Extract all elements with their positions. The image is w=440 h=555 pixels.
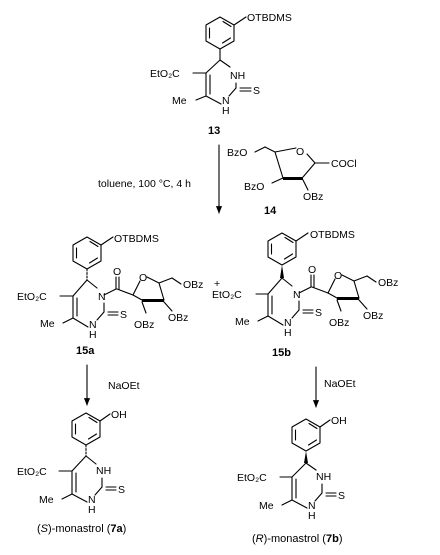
ester-label: EtO₂C [237,472,267,484]
h-label: H [222,105,230,117]
obz-2: OBz [329,317,349,329]
compound-13: OTBDMS NH N H S EtO₂C Me [150,12,292,117]
h-label: H [88,504,96,516]
carbonyl-oxygen: O [113,266,121,278]
furanose-ring [327,274,377,312]
ester-label: EtO₂C [150,68,180,80]
n-label: N [88,494,96,506]
compound-13-label: 13 [208,125,220,137]
nh-label: NH [96,465,111,477]
ring-oxygen: O [139,272,147,284]
methyl-label: Me [39,494,54,506]
methyl-label: Me [259,500,274,512]
aryl-substituent: OTBDMS [114,233,159,245]
nh-label: NH [316,471,331,483]
step2b-reagent: NaOEt [324,378,356,390]
compound-14-label: 14 [264,205,277,217]
obz-5: OBz [183,279,203,291]
step1-conditions: toluene, 100 °C, 4 h [98,178,191,190]
obz-2: OBz [303,191,323,203]
carbonyl-oxygen: O [308,264,316,276]
compound-15a: OTBDMS N N H S O EtO₂C Me [17,233,203,341]
h-label: H [284,327,292,339]
ring-oxygen: O [334,270,342,282]
step2a-reagent: NaOEt [108,380,140,392]
thione-label: S [315,307,322,319]
aryl-substituent: OH [111,409,127,421]
n-label: N [222,95,230,107]
compound-7a-name: (S)-monastrol (7a) [37,523,126,535]
compound-15b-label: 15b [272,347,291,359]
n-label: N [308,500,316,512]
aryl-substituent: OTBDMS [247,12,292,24]
obz-2: OBz [134,319,154,331]
aryl-ring [72,236,114,281]
ring-oxygen: O [296,146,304,158]
acyl-chloride: COCl [331,158,357,170]
dihydropyrimidine-ring [58,455,117,503]
furanose-ring [254,146,330,191]
thione-label: S [120,309,127,321]
aryl-ring [267,232,309,278]
compound-15a-label: 15a [76,345,95,357]
compound-15b: OTBDMS N N H S O EtO₂C Me [212,229,398,339]
nh-label: NH [230,70,245,82]
thione-label: S [118,484,125,496]
aryl-ring [71,412,111,457]
furanose-ring [132,276,182,314]
plus-sign: + [214,278,220,290]
obz-5: OBz [378,277,398,289]
n3-label: N [89,319,97,331]
thione-label: S [338,490,345,502]
methyl-label: Me [235,316,250,328]
ester-label: EtO₂C [212,289,242,301]
aryl-ring [291,418,331,463]
n1-label: N [293,289,301,301]
dihydropyrimidine-ring [279,462,337,509]
compound-7b-name: (R)-monastrol (7b) [252,533,342,545]
thione-label: S [253,85,260,97]
ester-label: EtO₂C [17,466,47,478]
methyl-label: Me [40,318,55,330]
compound-7b: OH NH N H S EtO₂C Me [237,415,347,522]
aryl-substituent: OH [331,415,347,427]
n1-label: N [98,291,106,303]
compound-7a: OH NH N H S EtO₂C Me [17,409,127,516]
ester-label: EtO₂C [17,291,47,303]
compound-14: O COCl BzO BzO OBz [227,146,357,203]
aryl-substituent: OTBDMS [310,229,355,241]
methyl-label: Me [172,95,187,107]
bzo-3: BzO [244,181,264,193]
dihydropyrimidine-ring [192,59,252,105]
aryl-ring [205,16,247,61]
obz-3: OBz [363,310,383,322]
bzo-5: BzO [227,147,247,159]
obz-3: OBz [168,312,188,324]
n3-label: N [284,317,292,329]
h-label: H [308,510,316,522]
dihydropyrimidine-ring [59,276,134,328]
dihydropyrimidine-ring [255,274,329,326]
h-label: H [89,329,97,341]
